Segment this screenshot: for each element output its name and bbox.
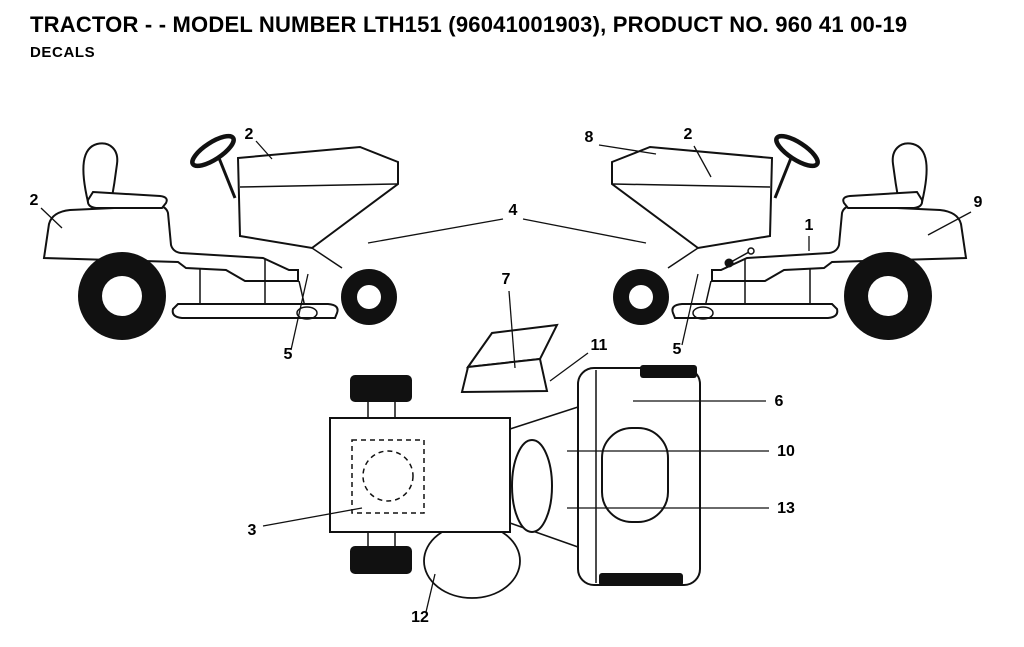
ignition-key-detail (724, 247, 755, 268)
callout-leader-line (681, 273, 699, 346)
callout-leader-line (367, 218, 504, 244)
callout-13-hood-lower: 13 (777, 500, 795, 517)
callout-leader-line (598, 144, 657, 155)
rear-left-wheel-top-view (640, 365, 697, 378)
callout-leader-line (549, 352, 589, 382)
discharge-chute-front-face (460, 357, 549, 394)
page-subtitle: DECALS (30, 44, 96, 62)
callout-4-center: 4 (509, 202, 518, 219)
callout-leader-line (290, 273, 309, 351)
callout-2-right-hood: 2 (684, 126, 693, 143)
callout-8-right-hood: 8 (585, 129, 594, 146)
steering-wheel-top-view (423, 523, 521, 599)
callout-leader-line (508, 290, 516, 369)
callout-leader-lines (40, 140, 972, 613)
page-header: TRACTOR - - MODEL NUMBER LTH151 (9604100… (30, 12, 1008, 61)
callout-leader-line (425, 573, 436, 613)
callout-9-right-rear: 9 (974, 194, 983, 211)
callout-5-right-footrest: 5 (673, 341, 682, 358)
engine-pulley-dashed (362, 450, 414, 502)
front-left-wheel-top-view (350, 375, 412, 402)
page-title: TRACTOR - - MODEL NUMBER LTH151 (9604100… (30, 12, 908, 37)
callout-12-steering: 12 (411, 609, 429, 626)
callout-10-hood-side: 10 (777, 443, 795, 460)
callout-labels: 2 2 4 5 8 2 1 9 5 7 11 6 10 13 3 12 (30, 126, 983, 626)
callout-leader-line (262, 507, 363, 527)
front-right-wheel-top-view (350, 546, 412, 574)
callout-5-left-footrest: 5 (284, 346, 293, 363)
callout-leader-line (40, 207, 63, 229)
engine-outline-dashed (351, 439, 425, 514)
right-tractor-side-view (612, 131, 966, 340)
callout-leader-line (927, 211, 972, 236)
callout-1-right-fender: 1 (805, 217, 814, 234)
left-tractor-side-view (44, 131, 398, 340)
axle-stubs (367, 402, 396, 546)
tractor-top-view (329, 323, 701, 599)
callout-2-left-hood: 2 (245, 126, 254, 143)
engine-box (329, 417, 511, 533)
rear-right-wheel-top-view (599, 573, 683, 586)
callout-6-fender-top: 6 (775, 393, 784, 410)
callout-2-left-rear-fender: 2 (30, 192, 39, 209)
callout-leader-line (255, 140, 273, 160)
callout-leader-line (693, 145, 712, 178)
dash-oval-top-view (511, 439, 553, 533)
callout-3-engine: 3 (248, 522, 257, 539)
callout-7-chute: 7 (502, 271, 511, 288)
callout-11-chute-side: 11 (591, 337, 608, 354)
callout-leader-line (522, 218, 647, 244)
